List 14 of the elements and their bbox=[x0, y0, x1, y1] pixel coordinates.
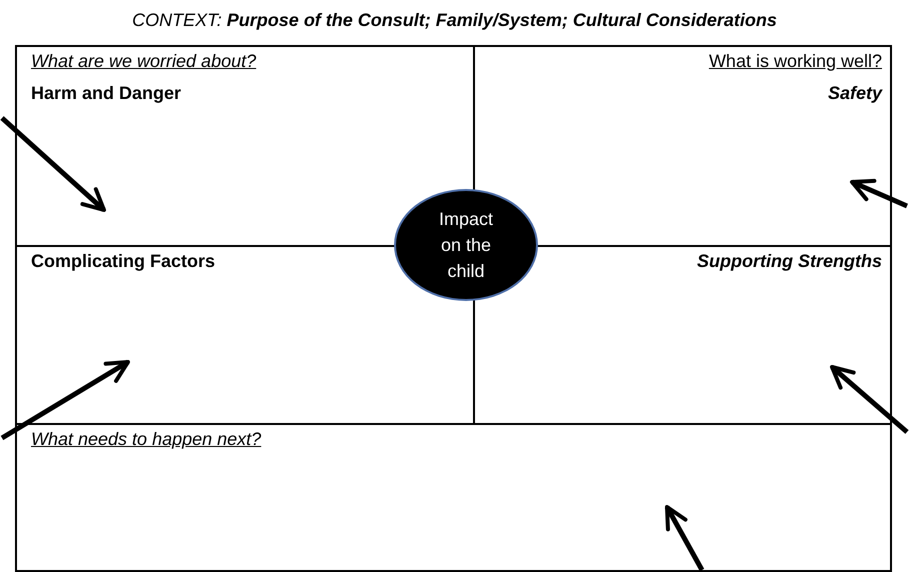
question-heading: What needs to happen next? bbox=[31, 429, 262, 450]
context-heading: CONTEXT: Purpose of the Consult; Family/System; Cultural Considerations bbox=[131, 10, 778, 31]
arrow bbox=[850, 178, 908, 208]
section-heading: Safety bbox=[828, 83, 882, 104]
arrow bbox=[830, 365, 909, 434]
section-heading: Complicating Factors bbox=[31, 251, 216, 272]
arrow bbox=[664, 505, 704, 572]
arrow bbox=[0, 116, 106, 212]
quadrant-panel bbox=[15, 423, 892, 572]
question-heading: What are we worried about? bbox=[31, 51, 256, 72]
question-heading: What is working well? bbox=[708, 51, 882, 72]
arrow bbox=[0, 360, 130, 440]
section-heading: Harm and Danger bbox=[31, 83, 182, 104]
section-heading: Supporting Strengths bbox=[697, 251, 882, 272]
